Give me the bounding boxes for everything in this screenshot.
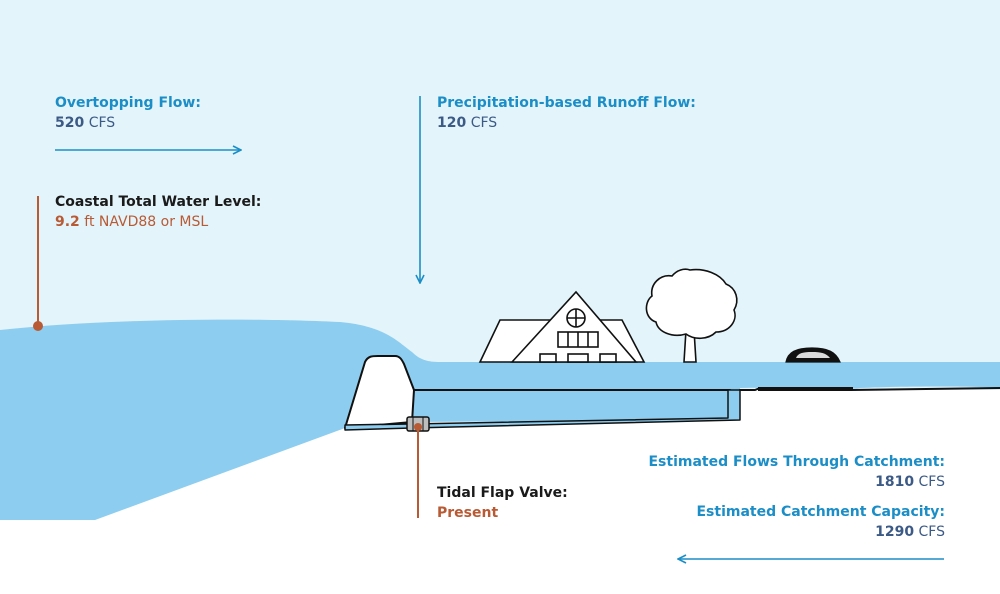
ocean-water: [0, 319, 1000, 520]
water-level-value: 9.2: [55, 214, 80, 230]
catchment-capacity-value-line: 1290 CFS: [696, 522, 945, 542]
flap-valve-marker-dot: [414, 423, 422, 431]
catchment-capacity-unit: CFS: [918, 524, 945, 540]
ground: [0, 390, 1000, 594]
catchment-flows-title: Estimated Flows Through Catchment:: [648, 454, 945, 470]
road-surface: [758, 387, 852, 391]
drainage-pipe: [344, 389, 741, 431]
water-level-value-line: 9.2 ft NAVD88 or MSL: [55, 212, 261, 232]
catchment-flows-value: 1810: [875, 474, 915, 490]
flap-valve-label: Tidal Flap Valve: Present: [437, 483, 568, 523]
overtopping-title: Overtopping Flow:: [55, 95, 201, 111]
flap-valve-status: Present: [437, 505, 499, 521]
tree-icon: [645, 268, 738, 363]
water-level-label: Coastal Total Water Level: 9.2 ft NAVD88…: [55, 192, 261, 232]
catchment-capacity-label: Estimated Catchment Capacity: 1290 CFS: [696, 502, 945, 542]
catchment-flows-unit: CFS: [918, 474, 945, 490]
car-window: [796, 352, 830, 358]
house-icon: [478, 290, 646, 363]
overtopping-value-line: 520 CFS: [55, 113, 201, 133]
water-level-title: Coastal Total Water Level:: [55, 194, 262, 210]
sea-wall: [344, 355, 415, 429]
overtopping-label: Overtopping Flow: 520 CFS: [55, 93, 201, 133]
overtopping-value: 520: [55, 115, 85, 131]
runoff-label: Precipitation-based Runoff Flow: 120 CFS: [437, 93, 696, 133]
catchment-capacity-value: 1290: [875, 524, 915, 540]
catchment-flows-value-line: 1810 CFS: [648, 472, 945, 492]
water-level-unit: ft NAVD88 or MSL: [84, 214, 209, 230]
runoff-title: Precipitation-based Runoff Flow:: [437, 95, 696, 111]
runoff-value-line: 120 CFS: [437, 113, 696, 133]
runoff-value: 120: [437, 115, 467, 131]
catchment-flows-label: Estimated Flows Through Catchment: 1810 …: [648, 452, 945, 492]
water-level-marker-dot: [33, 321, 43, 331]
flap-valve-title: Tidal Flap Valve:: [437, 485, 568, 501]
overtopping-unit: CFS: [88, 115, 116, 131]
catchment-capacity-title: Estimated Catchment Capacity:: [696, 504, 945, 520]
runoff-unit: CFS: [470, 115, 498, 131]
